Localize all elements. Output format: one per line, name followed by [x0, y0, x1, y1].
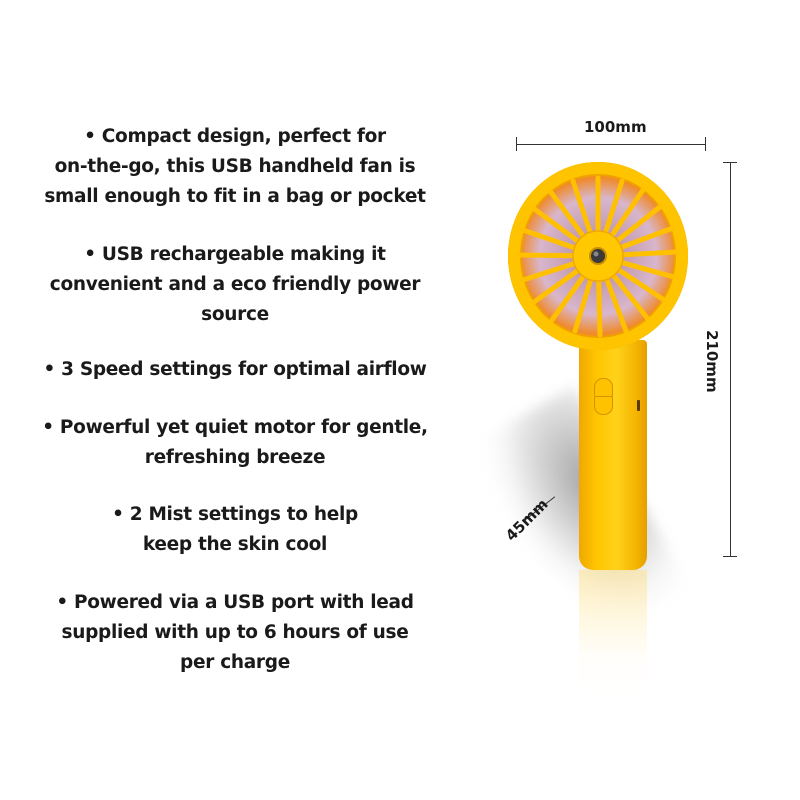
height-dimension-line: [730, 162, 731, 556]
feature-usb-rechargeable: • USB rechargeable making it convenient …: [30, 240, 440, 330]
feature-mist-settings: • 2 Mist settings to help keep the skin …: [30, 500, 440, 560]
feature-quiet-motor: • Powerful yet quiet motor for gentle, r…: [30, 413, 440, 473]
feature-line: small enough to fit in a bag or pocket: [44, 186, 426, 207]
speed-button: [594, 378, 613, 397]
feature-line: • USB rechargeable making it: [84, 244, 386, 265]
feature-compact-design: • Compact design, perfect for on-the-go,…: [30, 122, 440, 212]
feature-speed-settings: • 3 Speed settings for optimal airflow: [30, 355, 440, 385]
height-dimension-tick: [723, 556, 737, 557]
feature-line: • 3 Speed settings for optimal airflow: [43, 359, 427, 380]
fan-handle: [579, 340, 647, 570]
product-image: 100mm 210mm 45mm: [470, 100, 800, 720]
usb-port-icon: [637, 400, 640, 411]
feature-line: convenient and a eco friendly power: [49, 274, 421, 295]
width-dimension-tick: [516, 137, 517, 151]
fan-head: [508, 162, 688, 350]
feature-line: keep the skin cool: [142, 534, 328, 555]
height-dimension-label: 210mm: [703, 330, 721, 393]
handle-reflection: [579, 570, 647, 695]
feature-line: • Compact design, perfect for: [84, 126, 386, 147]
feature-line: on-the-go, this USB handheld fan is: [54, 156, 416, 177]
feature-line: • 2 Mist settings to help: [112, 504, 358, 525]
mist-button: [594, 396, 613, 415]
height-dimension-tick: [723, 162, 737, 163]
feature-line: supplied with up to 6 hours of use: [61, 622, 409, 643]
feature-line: source: [201, 304, 269, 325]
feature-line: per charge: [180, 652, 290, 673]
feature-usb-power: • Powered via a USB port with lead suppl…: [30, 588, 440, 678]
width-dimension-tick: [705, 137, 706, 151]
feature-line: • Powerful yet quiet motor for gentle,: [42, 417, 428, 438]
feature-line: refreshing breeze: [144, 447, 326, 468]
fan-grille-icon: [516, 175, 680, 338]
feature-line: • Powered via a USB port with lead: [56, 592, 414, 613]
width-dimension-label: 100mm: [584, 118, 647, 136]
width-dimension-line: [516, 144, 706, 145]
